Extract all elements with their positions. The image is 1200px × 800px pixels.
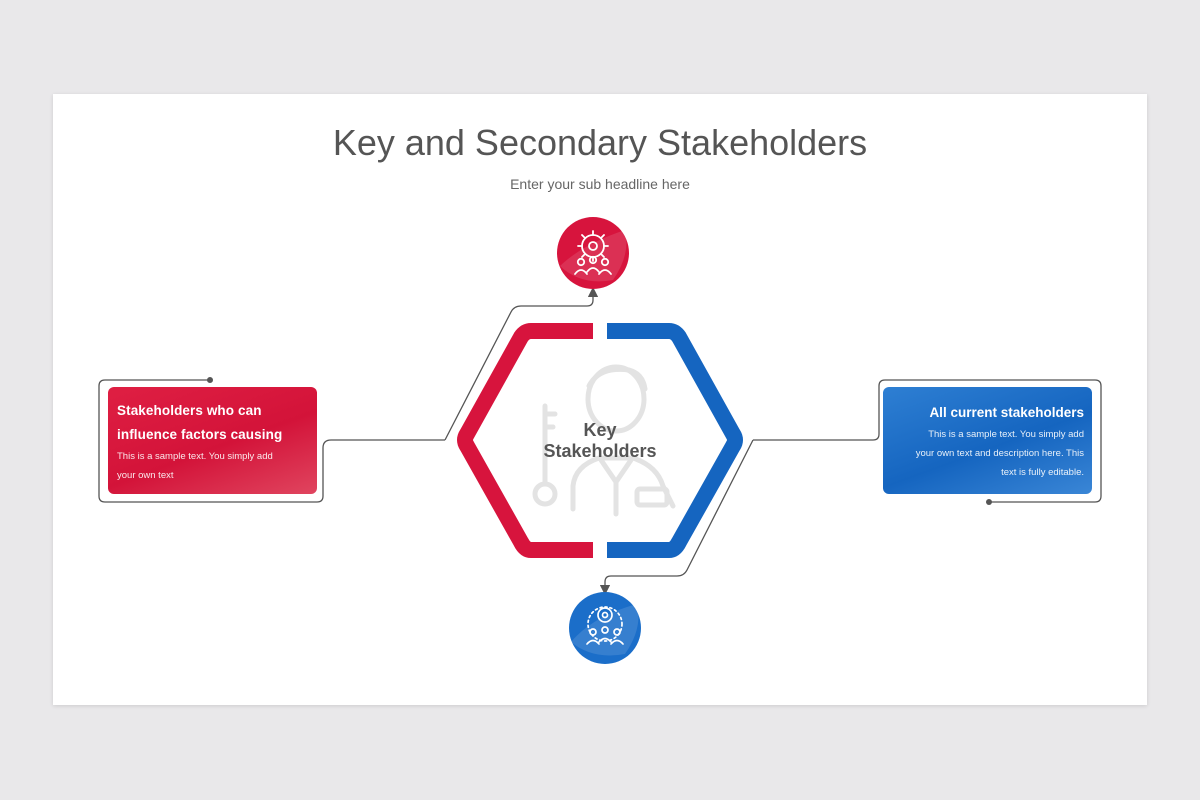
- page-title: Key and Secondary Stakeholders: [332, 122, 868, 163]
- connector-left-dot: [207, 377, 213, 383]
- stakeholder-diagram: [98, 217, 1102, 664]
- center-label: Key Stakeholders: [520, 420, 680, 462]
- left-stakeholder-card: Stakeholders who can influence factors c…: [108, 387, 317, 494]
- right-card-desc-line2: your own text and description here. This: [915, 448, 1084, 459]
- left-card-title-line1: Stakeholders who can: [117, 403, 262, 418]
- connector-right: [753, 379, 1102, 503]
- hexagon-right-half: [607, 323, 743, 558]
- right-card-desc-line1: This is a sample text. You simply add: [928, 429, 1084, 440]
- right-stakeholder-card: All current stakeholders This is a sampl…: [883, 387, 1092, 494]
- center-label-line1: Key: [583, 420, 617, 440]
- connector-top: [444, 286, 599, 441]
- center-label-line2: Stakeholders: [543, 441, 657, 461]
- left-card-title-line2: influence factors causing: [117, 427, 283, 442]
- left-card-desc-line1: This is a sample text. You simply add: [117, 451, 273, 462]
- gear-team-icon-badge: [557, 217, 629, 289]
- connector-right-dot: [986, 499, 992, 505]
- person-key-icon: [532, 364, 676, 517]
- right-card-title: All current stakeholders: [929, 405, 1084, 420]
- right-card-desc-line3: text is fully editable.: [1001, 467, 1084, 478]
- page-subtitle: Enter your sub headline here: [510, 176, 690, 192]
- hexagon-left-half: [457, 323, 593, 558]
- connector-left: [98, 379, 445, 503]
- team-network-icon-badge: [569, 592, 641, 664]
- slide: Key and Secondary Stakeholders Enter you…: [53, 94, 1147, 705]
- left-card-desc-line2: your own text: [117, 470, 174, 481]
- connector-bottom: [599, 439, 754, 596]
